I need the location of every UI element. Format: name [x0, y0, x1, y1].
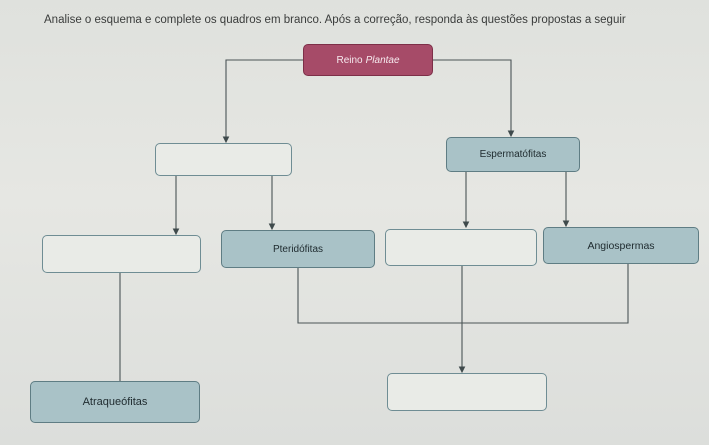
root-label: Reino — [336, 54, 363, 66]
node-blank-level2-a[interactable] — [42, 235, 201, 273]
node-atraqueofitas: Atraqueófitas — [30, 381, 200, 423]
node-pteridofitas: Pteridófitas — [221, 230, 375, 268]
connector-root-left — [222, 59, 304, 144]
node-reino-plantae: Reino Plantae — [303, 44, 433, 76]
node-espermatofitas: Espermatófitas — [446, 137, 580, 172]
node-blank-bottom-right[interactable] — [387, 373, 547, 411]
node-blank-level2-c[interactable] — [385, 229, 537, 266]
connector-root-right — [432, 59, 515, 138]
root-label-italic: Plantae — [365, 54, 400, 66]
node-blank-level1-left[interactable] — [155, 143, 292, 176]
connector-join — [297, 262, 629, 324]
node-angiospermas: Angiospermas — [543, 227, 699, 264]
instruction-text: Analise o esquema e complete os quadros … — [44, 14, 626, 26]
